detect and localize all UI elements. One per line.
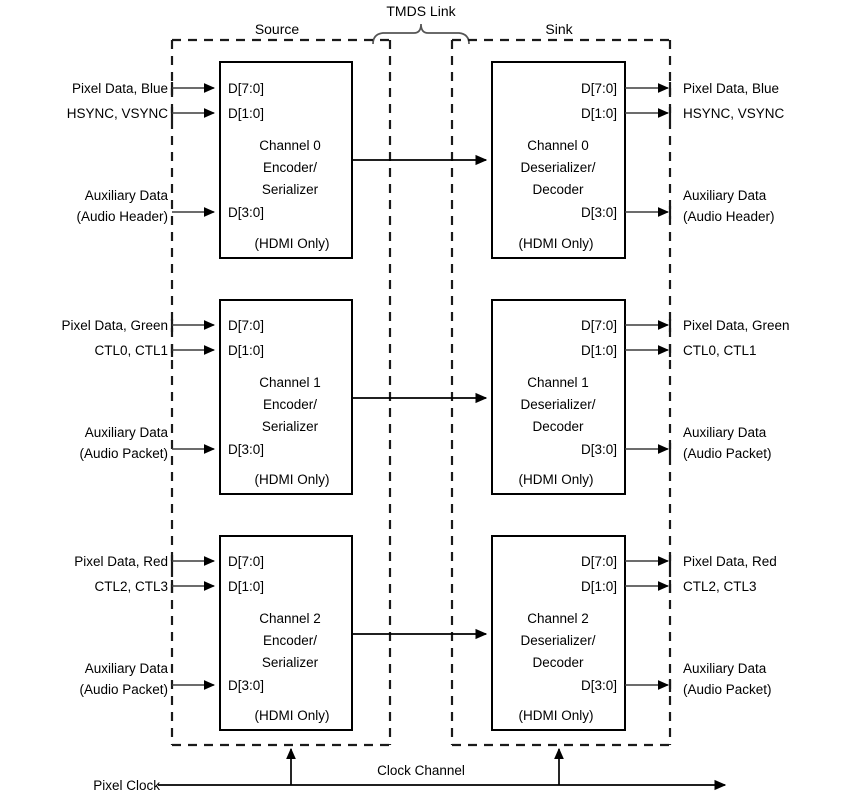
channel-0-source-title-line2: Encoder/: [263, 160, 317, 175]
sink-boundary: [450, 38, 672, 747]
channel-0-sink-port-d30: D[3:0]: [581, 205, 617, 220]
clock-channel-group: Pixel Clock Clock Channel: [93, 747, 727, 793]
tmds-link-brace: [372, 23, 470, 45]
channel-0-source-port-d10: D[1:0]: [228, 106, 264, 121]
channel-1-output-label-2-line1: Auxiliary Data: [683, 425, 767, 440]
channel-1-sink-block[interactable]: [491, 299, 626, 495]
source-header-label: Source: [255, 21, 300, 37]
channel-2-group: D[7:0] D[1:0] Channel 2 Encoder/ Seriali…: [74, 535, 777, 731]
channel-2-source-port-d30: D[3:0]: [228, 678, 264, 693]
channel-2-input-label-1: CTL2, CTL3: [94, 579, 168, 594]
channel-0-source-port-d70: D[7:0]: [228, 81, 264, 96]
channel-1-output-label-1: CTL0, CTL1: [683, 343, 757, 358]
channel-1-sink-hdmi-only: (HDMI Only): [519, 472, 594, 487]
channel-1-output-label-2-line2: (Audio Packet): [683, 446, 772, 461]
channel-0-sink-hdmi-only: (HDMI Only): [519, 236, 594, 251]
channel-2-sink-title-line3: Decoder: [532, 655, 584, 670]
channel-1-source-title-line3: Serializer: [262, 419, 319, 434]
channel-1-source-block[interactable]: [219, 299, 353, 495]
channel-2-output-label-0: Pixel Data, Red: [683, 554, 777, 569]
channel-1-source-hdmi-only: (HDMI Only): [255, 472, 330, 487]
channel-2-source-title-line2: Encoder/: [263, 633, 317, 648]
channel-0-output-label-2-line2: (Audio Header): [683, 209, 775, 224]
channel-1-group: D[7:0] D[1:0] Channel 1 Encoder/ Seriali…: [61, 299, 790, 495]
channel-0-group: D[7:0] D[1:0] Channel 0 Encoder/ Seriali…: [67, 61, 785, 259]
channel-1-input-label-1: CTL0, CTL1: [94, 343, 168, 358]
channel-0-source-block[interactable]: [219, 61, 353, 259]
source-boundary: [170, 38, 392, 747]
channel-2-output-label-2-line1: Auxiliary Data: [683, 661, 767, 676]
channel-1-sink-title-line2: Deserializer/: [520, 397, 595, 412]
channel-1-output-label-0: Pixel Data, Green: [683, 318, 790, 333]
channel-0-source-port-d30: D[3:0]: [228, 205, 264, 220]
channel-1-source-port-d10: D[1:0]: [228, 343, 264, 358]
channel-2-source-hdmi-only: (HDMI Only): [255, 708, 330, 723]
channel-1-sink-port-d70: D[7:0]: [581, 318, 617, 333]
channel-0-input-label-0: Pixel Data, Blue: [72, 81, 168, 96]
channel-0-sink-title-line1: Channel 0: [527, 138, 589, 153]
channel-2-source-title-line1: Channel 2: [259, 611, 321, 626]
channel-0-input-label-1: HSYNC, VSYNC: [67, 106, 169, 121]
channel-1-source-title-line2: Encoder/: [263, 397, 317, 412]
channel-1-source-title-line1: Channel 1: [259, 375, 321, 390]
channel-1-source-port-d30: D[3:0]: [228, 442, 264, 457]
channel-0-sink-port-d70: D[7:0]: [581, 81, 617, 96]
channel-2-source-title-line3: Serializer: [262, 655, 319, 670]
channel-2-output-label-1: CTL2, CTL3: [683, 579, 757, 594]
pixel-clock-label: Pixel Clock: [93, 778, 160, 793]
channel-0-source-title-line1: Channel 0: [259, 138, 321, 153]
channel-0-source-hdmi-only: (HDMI Only): [255, 236, 330, 251]
channel-2-sink-title-line2: Deserializer/: [520, 633, 595, 648]
channel-2-sink-port-d30: D[3:0]: [581, 678, 617, 693]
channel-2-sink-port-d10: D[1:0]: [581, 579, 617, 594]
clock-channel-label: Clock Channel: [377, 763, 465, 778]
channel-2-sink-hdmi-only: (HDMI Only): [519, 708, 594, 723]
channel-0-source-title-line3: Serializer: [262, 182, 319, 197]
channel-0-output-label-2-line1: Auxiliary Data: [683, 188, 767, 203]
channel-1-sink-title-line3: Decoder: [532, 419, 584, 434]
channel-2-input-label-2-line2: (Audio Packet): [79, 682, 168, 697]
channel-0-input-label-2-line1: Auxiliary Data: [85, 188, 169, 203]
channel-0-sink-block[interactable]: [491, 61, 626, 259]
channel-0-output-label-1: HSYNC, VSYNC: [683, 106, 785, 121]
channel-1-input-label-2-line1: Auxiliary Data: [85, 425, 169, 440]
channel-0-sink-title-line2: Deserializer/: [520, 160, 595, 175]
channel-2-input-label-2-line1: Auxiliary Data: [85, 661, 169, 676]
channel-0-sink-port-d10: D[1:0]: [581, 106, 617, 121]
sink-header-label: Sink: [545, 21, 573, 37]
channel-2-sink-block[interactable]: [491, 535, 626, 731]
channel-2-source-port-d10: D[1:0]: [228, 579, 264, 594]
channel-2-sink-port-d70: D[7:0]: [581, 554, 617, 569]
channel-0-sink-title-line3: Decoder: [532, 182, 584, 197]
channel-1-sink-title-line1: Channel 1: [527, 375, 589, 390]
channel-2-output-label-2-line2: (Audio Packet): [683, 682, 772, 697]
channel-1-sink-port-d10: D[1:0]: [581, 343, 617, 358]
channel-0-input-label-2-line2: (Audio Header): [76, 209, 168, 224]
channel-1-sink-port-d30: D[3:0]: [581, 442, 617, 457]
channel-1-input-label-0: Pixel Data, Green: [61, 318, 168, 333]
channel-0-output-label-0: Pixel Data, Blue: [683, 81, 779, 96]
channel-2-source-block[interactable]: [219, 535, 353, 731]
channel-2-sink-title-line1: Channel 2: [527, 611, 589, 626]
channel-2-source-port-d70: D[7:0]: [228, 554, 264, 569]
channel-1-input-label-2-line2: (Audio Packet): [79, 446, 168, 461]
channel-1-source-port-d70: D[7:0]: [228, 318, 264, 333]
tmds-link-label: TMDS Link: [386, 3, 456, 19]
channel-2-input-label-0: Pixel Data, Red: [74, 554, 168, 569]
